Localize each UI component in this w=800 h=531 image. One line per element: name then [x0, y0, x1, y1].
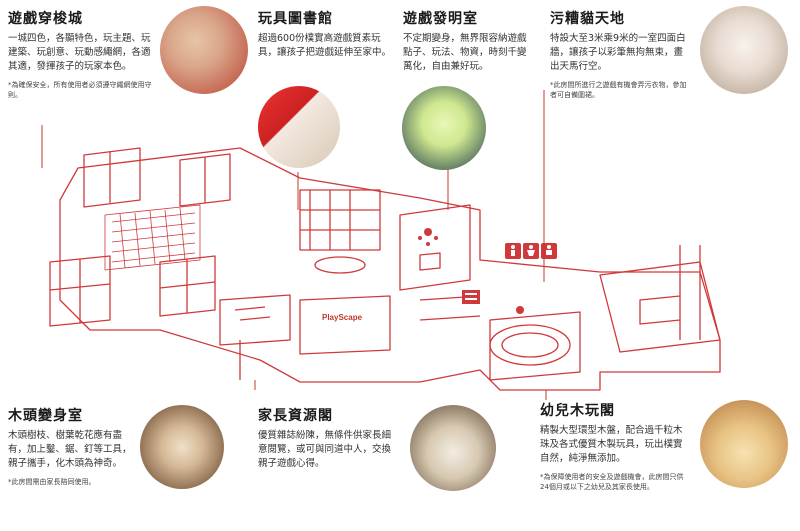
invention-room-outline: [399, 204, 471, 291]
zone-desc: 不定期變身，無界限容納遊戲點子、玩法、物資，時刻千變萬化，自由兼好玩。: [403, 33, 527, 72]
zone-desc: 優質雜誌紛陳，無條件供家長細意閱覽，或可與同道中人，交換親子遊戲心得。: [258, 430, 392, 469]
zone-title: 木頭變身室: [8, 408, 83, 424]
zone-title: 污糟貓天地: [550, 11, 625, 27]
zone-title: 幼兒木玩閣: [540, 403, 615, 419]
zone-desc: 特設大至3米乘9米的一室四面白牆，讓孩子以彩筆無拘無束，畫出天馬行空。: [550, 33, 686, 72]
rope-net: [104, 204, 201, 271]
zone-toddler-corner: 幼兒木玩閣 精製大型環型木盤，配合過千粒木珠及各式優質木製玩具，玩出樸實自然，純…: [540, 400, 690, 492]
wood-workshop-photo: [140, 405, 224, 489]
zone-note: *為確保安全，所有使用者必須遵守繩網使用守則。: [8, 81, 152, 99]
zone-desc: 超過600份樸實高遊戲質素玩具，讓孩子把遊戲延伸至家中。: [258, 33, 392, 58]
game-town-block-2: [179, 153, 231, 207]
zone-desc: 精製大型環型木盤，配合過千粒木珠及各式優質木製玩具，玩出樸實自然，純淨無添加。: [540, 425, 683, 464]
wood-workshop: [219, 294, 291, 346]
zone-parent-resource: 家長資源閣 優質雜誌紛陳，無條件供家長細意閱覽，或可與同道中人，交換親子遊戲心得…: [258, 405, 398, 471]
messy-cat-room: [599, 245, 721, 353]
restroom-icons: [505, 243, 557, 259]
game-town-block-4: [159, 255, 216, 317]
messy-cat-photo: [700, 6, 788, 94]
toddler-area-wall: [489, 311, 581, 381]
toddler-tray-inner: [501, 332, 559, 358]
round-table: [314, 256, 366, 274]
zone-invention-room: 遊戲發明室 不定期變身，無界限容納遊戲點子、玩法、物資，時刻千變萬化，自由兼好玩…: [403, 8, 528, 74]
zone-wood-workshop: 木頭變身室 木頭樹枝、樹葉乾花應有盡有，加上鑿、鋸、釘等工具，親子攜手，化木頭為…: [8, 405, 133, 487]
info-sign-icon: [462, 290, 480, 304]
zone-game-forest: 遊戲穿梭城 一城四色，各顯特色，玩主題、玩建築、玩創意、玩動感繩網，各適其適，發…: [8, 8, 158, 100]
zone-title: 玩具圖書館: [258, 11, 333, 27]
zone-note: *此房間所進行之遊戲有機會弄污衣物，參加者可自備圍裙。: [550, 81, 687, 99]
zone-desc: 木頭樹枝、樹葉乾花應有盡有，加上鑿、鋸、釘等工具，親子攜手，化木頭為神奇。: [8, 430, 132, 469]
toy-library-shelves: [299, 189, 381, 251]
lightbulb-icon: [418, 228, 438, 246]
plan-logo: PlayScape: [322, 313, 363, 322]
zone-title: 遊戲發明室: [403, 11, 478, 27]
zone-note: *為保障使用者的安全及遊戲機會，此房間只供24個月或以下之幼兒及其家長使用。: [540, 473, 684, 491]
toddler-corner-photo: [700, 400, 788, 488]
zone-messy-cat: 污糟貓天地 特設大至3米乘9米的一室四面白牆，讓孩子以彩筆無拘無束，畫出天馬行空…: [550, 8, 690, 100]
invention-room-photo: [402, 86, 486, 170]
zone-note: *此房間需由家長陪同使用。: [8, 478, 96, 486]
game-forest-photo: [160, 6, 248, 94]
corridor-partition: [239, 295, 481, 380]
floor-outline: [59, 147, 721, 391]
game-town-block-3: [49, 255, 111, 327]
parent-resource-area: [299, 295, 391, 355]
toy-library-photo: [258, 86, 340, 168]
game-town-block-1: [83, 147, 141, 208]
zone-title: 家長資源閣: [258, 408, 333, 424]
zone-toy-library: 玩具圖書館 超過600份樸實高遊戲質素玩具，讓孩子把遊戲延伸至家中。: [258, 8, 398, 60]
invention-room-box: [419, 252, 441, 271]
zone-title: 遊戲穿梭城: [8, 11, 83, 27]
parent-resource-photo: [410, 405, 496, 491]
zone-desc: 一城四色，各顯特色，玩主題、玩建築、玩創意、玩動感繩網，各適其適，發揮孩子的玩家…: [8, 33, 151, 72]
toddler-icon: [516, 306, 524, 314]
